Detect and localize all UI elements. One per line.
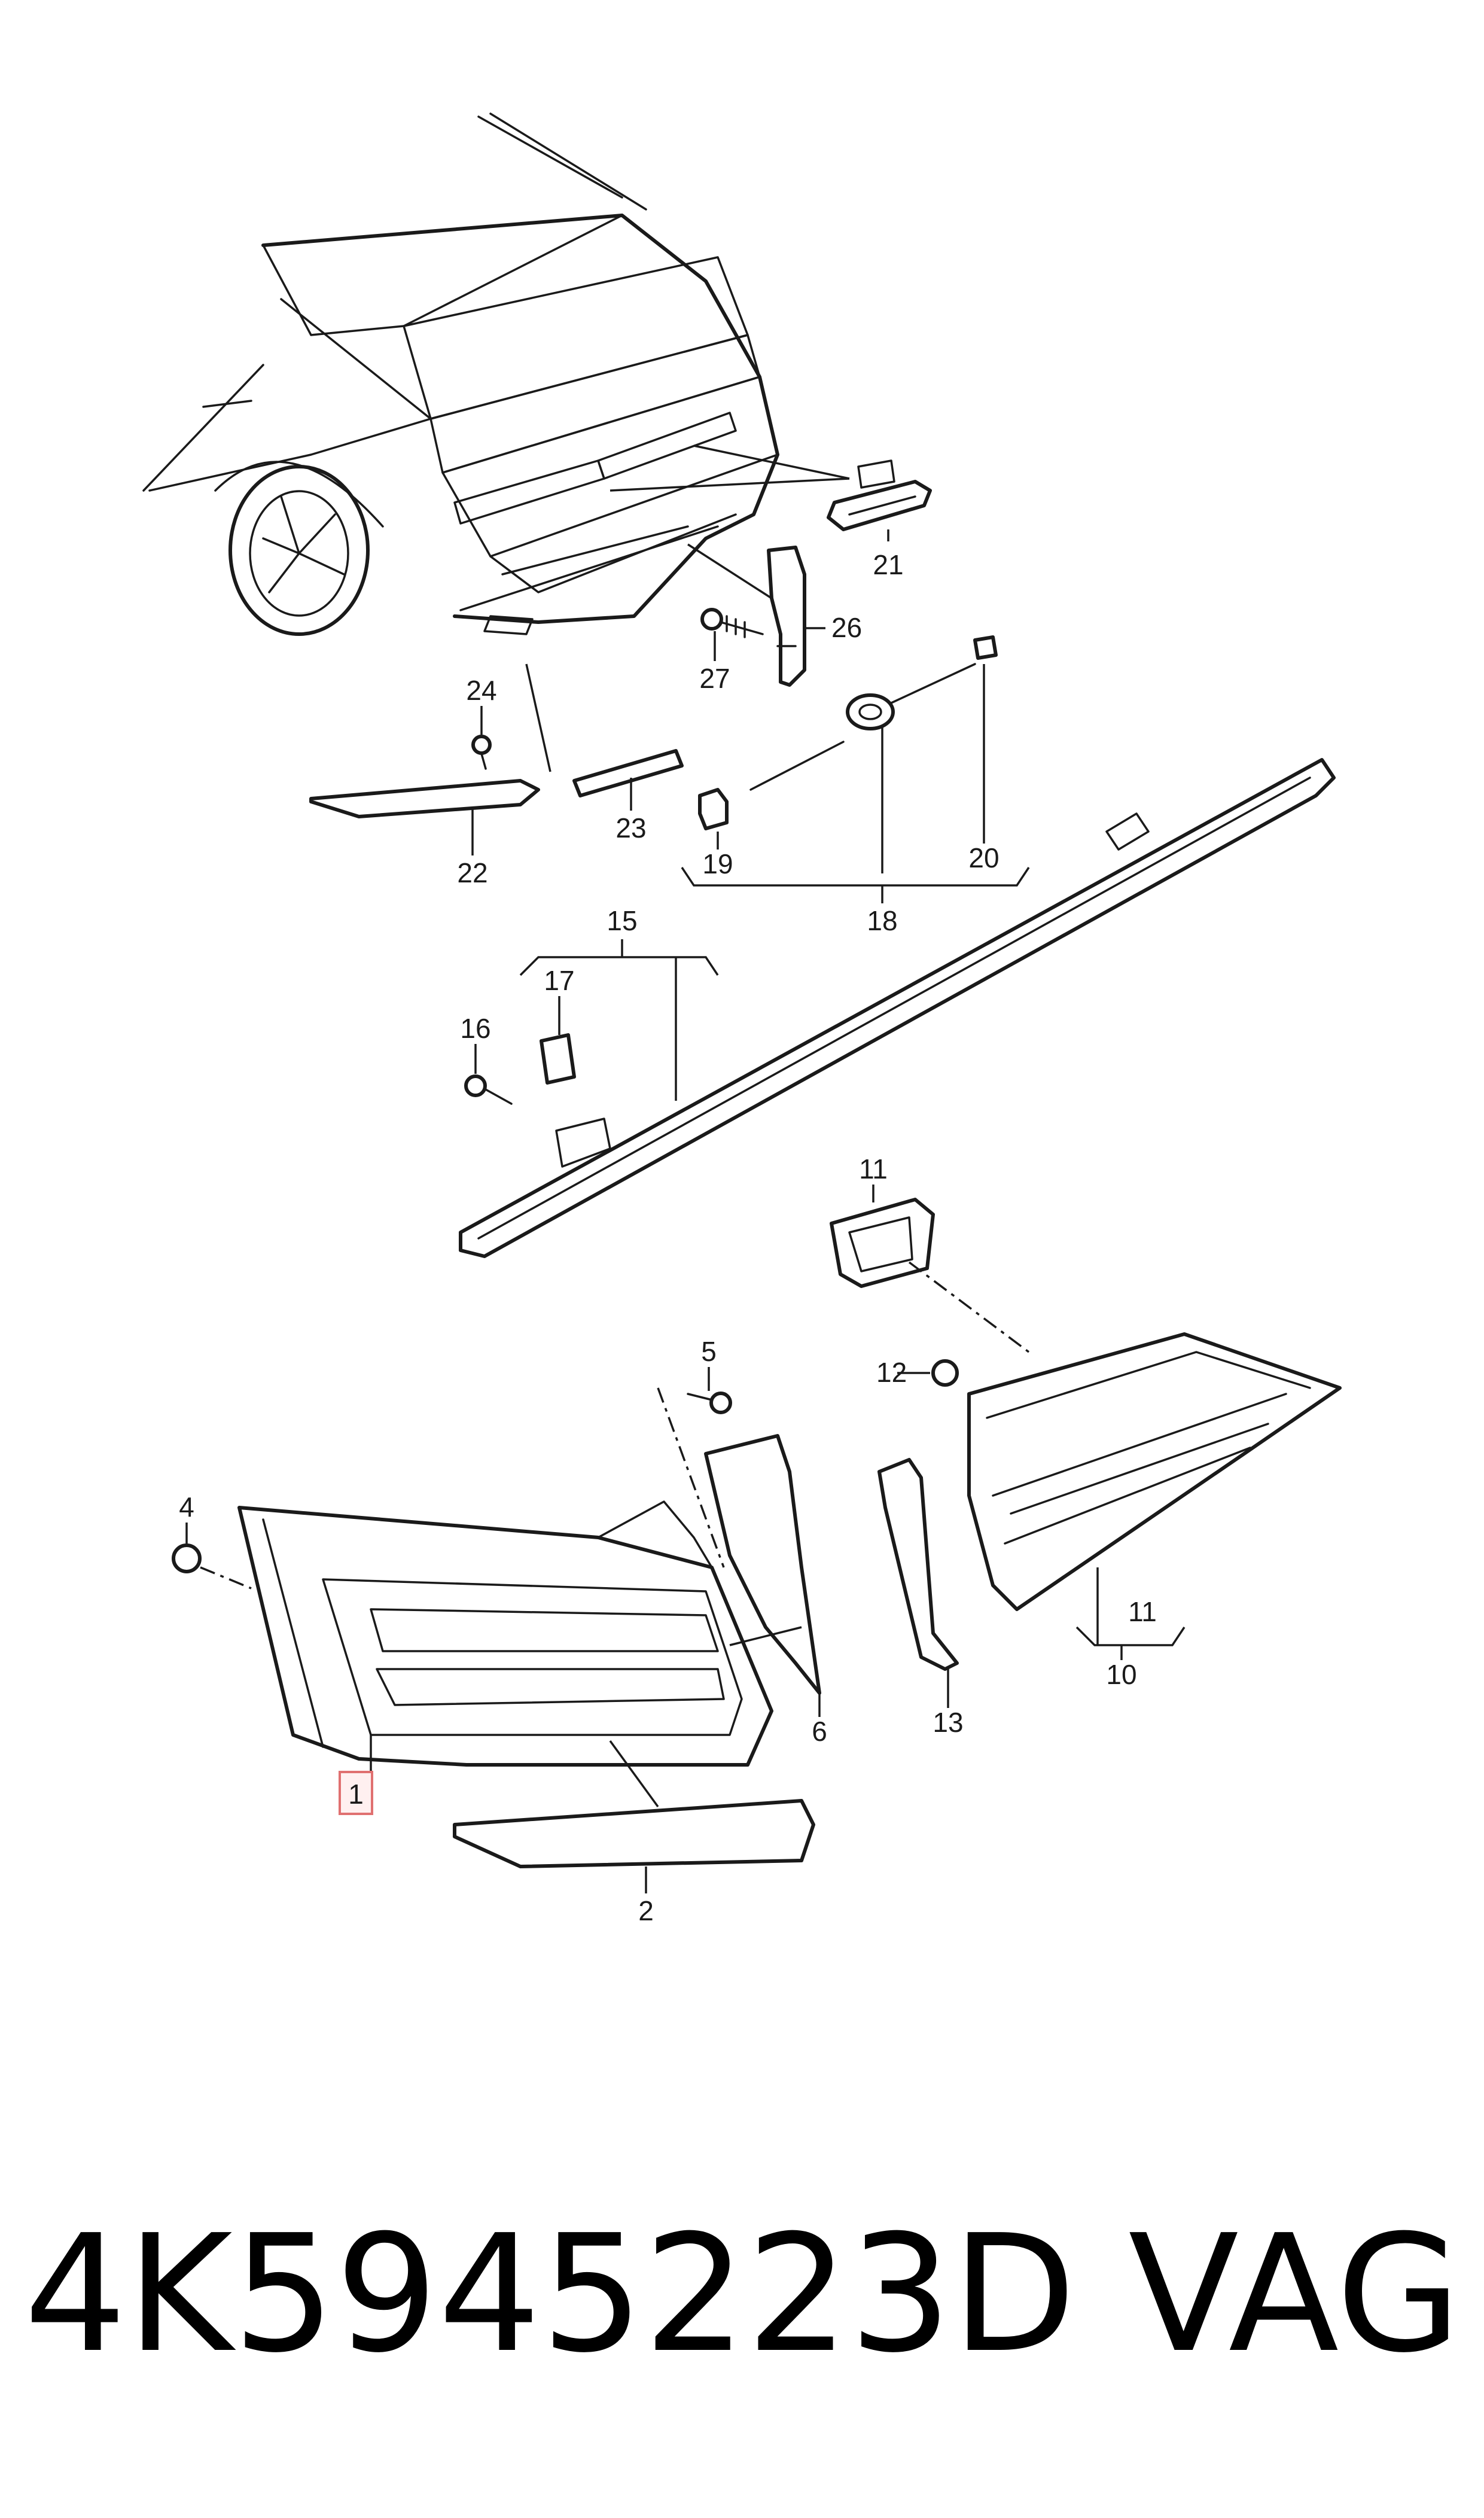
callout-1: 1 [348,1779,364,1810]
wiring-harness-part [681,635,1030,903]
callout-11-top: 11 [859,1153,888,1185]
outer-tail-light-1-part [237,1387,773,1771]
callout-19: 19 [702,848,733,879]
callout-1-highlight [339,1771,373,1815]
callout-12: 12 [876,1357,907,1388]
clip-17-part [540,996,576,1085]
callout-24: 24 [466,675,496,706]
callout-16: 16 [460,1013,490,1044]
callout-20: 20 [968,842,999,873]
callout-13: 13 [933,1707,963,1738]
callout-11-bottom: 11 [1128,1596,1157,1627]
callout-18: 18 [867,905,897,936]
nut-4-part [172,1523,252,1590]
part-number-label: 4K5945223D [24,2200,1077,2388]
callout-17: 17 [544,965,574,996]
trim-strip-2-part [453,1740,815,1893]
inner-tail-light-10-part [967,1332,1342,1660]
callout-labels: 21 26 27 24 19 20 23 22 18 15 17 16 11 5… [179,549,1157,1926]
rear-panel-strip-15-part [459,758,1336,1258]
screw-27-part [700,608,764,661]
screw-16-part [464,1044,513,1105]
gasket-11-part [830,1185,1030,1353]
callout-21: 21 [873,549,903,580]
nut-12-part [897,1359,959,1387]
callout-23: 23 [615,812,646,844]
cover-6-part [704,1434,821,1717]
callout-10: 10 [1106,1659,1136,1690]
callout-4: 4 [179,1491,194,1523]
clip-24-part [471,706,492,770]
callout-22: 22 [457,857,487,888]
callout-5: 5 [701,1336,717,1367]
trim-strip-23-part [525,663,684,811]
brand-label: VAG [1128,2200,1461,2388]
callout-2: 2 [638,1895,654,1926]
callout-26: 26 [831,612,862,643]
callout-27: 27 [699,663,730,694]
screw-5-part [687,1367,732,1414]
trim-13-part [877,1458,959,1708]
callout-6: 6 [812,1716,827,1747]
callout-15: 15 [607,905,637,936]
car-rear-illustration [142,112,779,636]
bracket-26-part [687,543,825,687]
licence-plate-light-part [610,444,932,541]
trim-strip-22-part [309,779,540,855]
